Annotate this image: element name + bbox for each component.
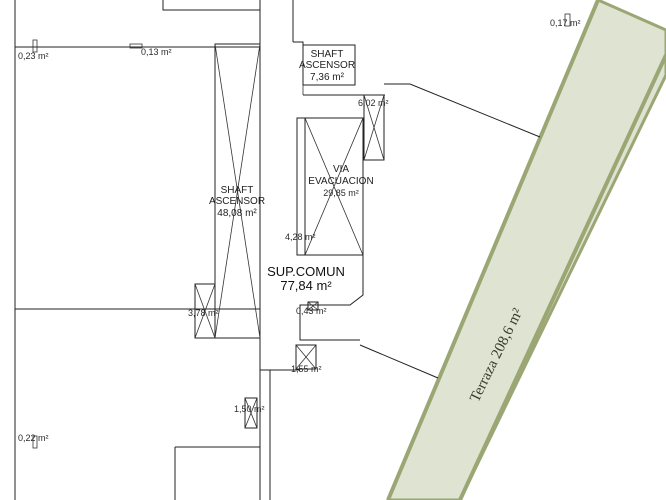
shaft-left-box xyxy=(214,43,261,339)
via-line1: VIA xyxy=(333,164,349,175)
shaft-155-box xyxy=(295,344,317,370)
area-label-023: 0,23 m² xyxy=(18,51,49,61)
common-area: 77,84 m² xyxy=(280,278,332,293)
duct-marker-022 xyxy=(32,435,38,449)
area-label-013: 0,13 m² xyxy=(141,47,172,57)
shaft-043-box xyxy=(307,301,319,311)
upper-right-wall xyxy=(384,83,541,138)
common-name: SUP.COMUN xyxy=(267,264,345,279)
area-label-150: 1,50 m² xyxy=(234,404,265,414)
duct-marker-023 xyxy=(32,39,38,53)
shaft-left-area: 48,08 m² xyxy=(217,208,257,219)
terrace-inner-edge xyxy=(386,0,600,500)
shaft-150-box xyxy=(244,397,258,429)
terrace-outer-edge xyxy=(458,54,666,500)
common-area-outline xyxy=(297,254,364,341)
top-left-wall xyxy=(162,0,260,11)
duct-marker-017 xyxy=(564,13,571,27)
shaft-top-area: 7,36 m² xyxy=(310,72,345,83)
shaft-378-box xyxy=(194,283,216,339)
area-label-043: 0,43 m² xyxy=(296,306,327,316)
area-label-428: 4,28 m² xyxy=(285,232,316,242)
via-line2: EVACUACION xyxy=(308,176,373,187)
shaft-602-box xyxy=(363,94,385,161)
area-label-022: 0,22 m² xyxy=(18,433,49,443)
shaft-left-line1: SHAFT xyxy=(221,185,254,196)
common-area-divider xyxy=(359,344,439,379)
terrace-strip xyxy=(386,0,666,500)
via-area: 29,85 m² xyxy=(323,188,359,198)
duct-marker-013 xyxy=(129,43,143,49)
area-label-378: 3,78 m² xyxy=(188,308,219,318)
area-label-017: 0,17 m² xyxy=(550,18,581,28)
shaft-top-line2: ASCENSOR xyxy=(299,60,355,71)
area-label-155: 1,55 m² xyxy=(291,364,322,374)
shaft-top-line1: SHAFT xyxy=(311,49,344,60)
area-label-602: 6,02 m² xyxy=(358,98,389,108)
shaft-left-line2: ASCENSOR xyxy=(209,196,265,207)
